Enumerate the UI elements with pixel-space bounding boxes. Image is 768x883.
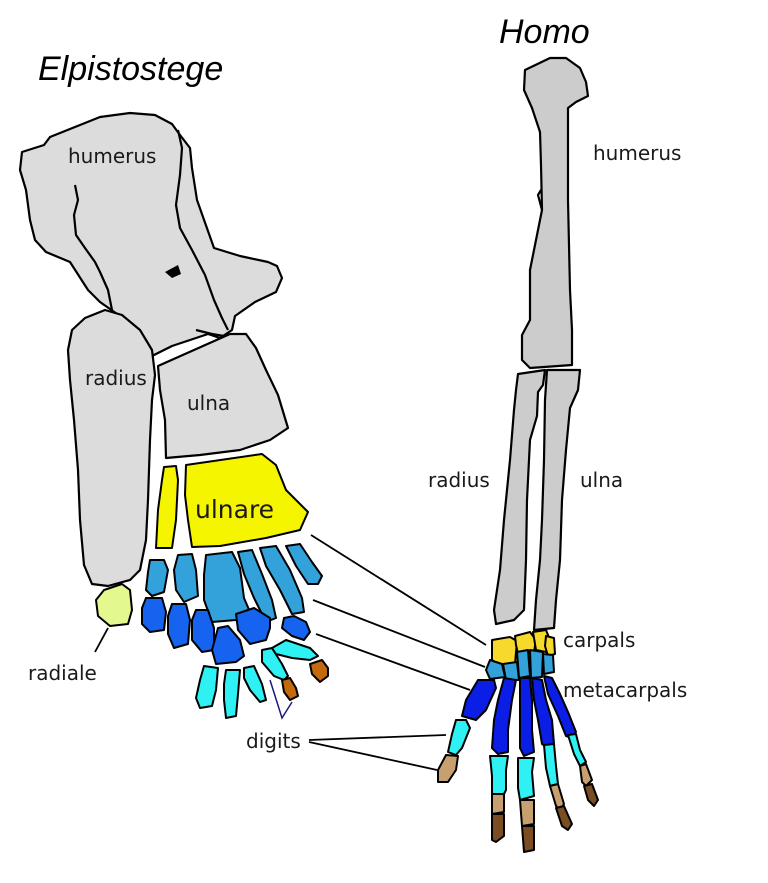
- humerus-crack-right: [174, 129, 229, 331]
- homo-carpal-9: [542, 653, 555, 675]
- elpistostege-radius: [66, 308, 157, 588]
- homo-tan-phalanx-5: [579, 763, 593, 787]
- homo-proximal-phalanx-2: [489, 755, 509, 795]
- elpistostege-ulnare: [184, 453, 309, 548]
- leader-digits-to-proximal: [308, 734, 447, 741]
- lblue-bone-4: [237, 549, 277, 623]
- mblue-bone-4: [211, 625, 245, 665]
- homo-metacarpal-1: [461, 679, 497, 721]
- homo-carpal-8: [529, 649, 544, 679]
- lblue-bone-2: [173, 553, 199, 603]
- label-elpistostege-humerus: humerus: [68, 144, 156, 168]
- cyan-digit-2: [223, 669, 241, 719]
- mblue-bone-2: [167, 603, 191, 649]
- mblue-bone-1: [141, 597, 167, 633]
- elpistostege-ulna: [156, 332, 290, 460]
- homo-carpal-7: [516, 649, 531, 679]
- cyan-digit-1: [195, 665, 219, 709]
- orange-digit-tip-2: [309, 659, 329, 683]
- homo-tan-phalanx-3: [519, 799, 535, 827]
- homo-proximal-phalanx-1: [447, 719, 471, 756]
- leader-digits-left: [269, 679, 293, 720]
- homo-humerus: [520, 56, 590, 370]
- label-elpistostege-ulnare: ulnare: [195, 495, 274, 524]
- title-homo: Homo: [499, 13, 590, 51]
- cyan-digit-5: [271, 639, 319, 661]
- label-carpals: carpals: [563, 628, 635, 652]
- homo-distal-phalanx-3: [521, 825, 535, 853]
- comparison-lines: [308, 534, 487, 771]
- homo-proximal-phalanx-3: [517, 757, 535, 801]
- humerus-crack-left: [72, 184, 121, 326]
- homo-metacarpal-3: [519, 677, 535, 757]
- homo-radius: [492, 368, 547, 626]
- homo-limb: humerus radius ulna carpals metacarpals: [428, 56, 687, 853]
- label-elpistostege-radiale: radiale: [28, 661, 97, 685]
- homo-distal-phalanx-4: [555, 805, 573, 831]
- label-homo-ulna: ulna: [580, 468, 623, 492]
- lblue-bone-5: [259, 545, 305, 615]
- label-elpistostege-radius: radius: [85, 366, 147, 390]
- label-homo-humerus: humerus: [593, 141, 681, 165]
- leader-metacarpal-to-metacarpals: [315, 633, 471, 691]
- label-metacarpals: metacarpals: [563, 678, 687, 702]
- homo-distal-phalanx-2: [491, 813, 505, 843]
- homo-ulna: [532, 368, 582, 632]
- elpistostege-intermedium: [155, 465, 179, 549]
- label-digits: digits: [246, 729, 301, 753]
- homo-metacarpal-2: [491, 677, 517, 755]
- mblue-bone-6: [281, 615, 311, 641]
- label-elpistostege-ulna: ulna: [187, 391, 230, 415]
- lblue-bone-1: [145, 559, 169, 597]
- elpistostege-radiale: [95, 583, 133, 627]
- homo-proximal-phalanx-5: [567, 733, 587, 767]
- orange-digit-tip-1: [281, 677, 299, 701]
- homo-humerus-notch: [536, 189, 544, 211]
- mblue-bone-5: [235, 607, 271, 645]
- label-homo-radius: radius: [428, 468, 490, 492]
- leader-ulnare-to-carpals: [310, 534, 487, 646]
- elpistostege-humerus: [18, 111, 284, 358]
- homo-tan-phalanx-1: [437, 754, 459, 783]
- homo-distal-phalanx-5: [583, 783, 599, 807]
- elpistostege-limb: humerus radius ulna ulnare radiale digit…: [18, 111, 329, 753]
- mblue-bone-3: [191, 609, 215, 653]
- homo-carpal-4: [544, 635, 556, 657]
- leader-carpal-row-to-carpals: [312, 599, 486, 668]
- cyan-digit-3: [243, 665, 267, 703]
- leader-radiale: [94, 627, 109, 653]
- title-elpistostege: Elpistostege: [38, 50, 223, 88]
- lblue-bone-6: [285, 543, 323, 585]
- leader-digits-to-distal: [308, 741, 438, 771]
- foramen-mark: [165, 265, 181, 278]
- homo-carpal-5: [485, 659, 506, 680]
- homo-proximal-phalanx-4: [543, 743, 559, 787]
- homo-tan-phalanx-2: [491, 793, 505, 815]
- humerus-joint-line: [195, 328, 225, 338]
